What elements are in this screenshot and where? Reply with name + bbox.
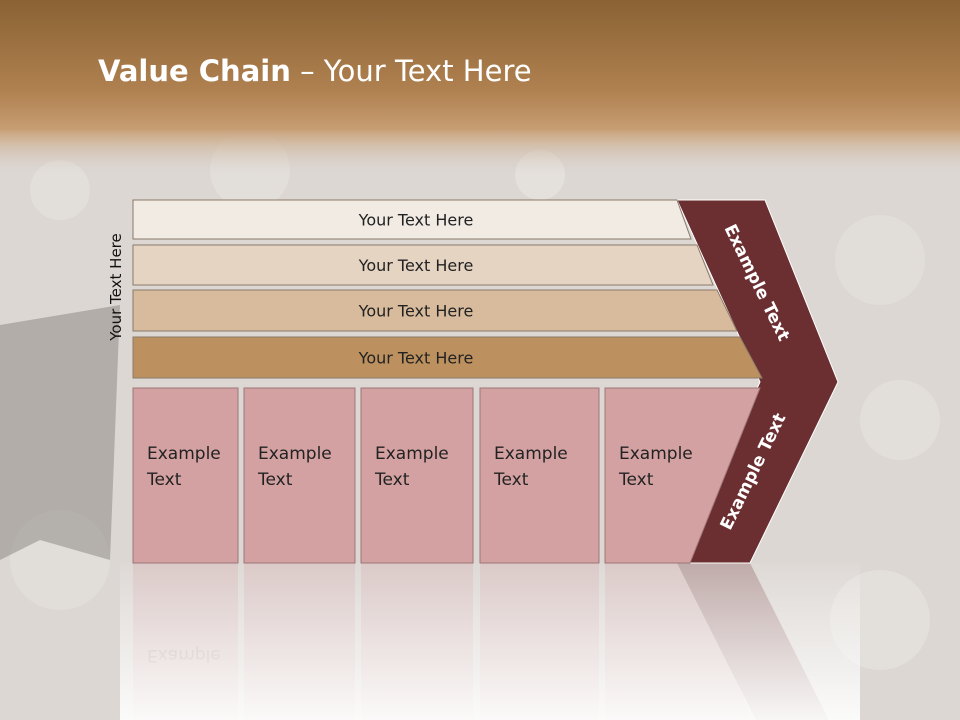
primary-box-5	[604, 387, 761, 564]
primary-box-label-line1: Example	[258, 444, 332, 464]
title-bold: Value Chain	[98, 54, 291, 88]
primary-box-2	[243, 387, 356, 564]
support-row-label: Your Text Here	[358, 349, 474, 368]
primary-box-3	[360, 387, 474, 564]
primary-box-label-line2: Text	[493, 470, 529, 490]
primary-box-label-line1: Example	[147, 444, 221, 464]
support-row-label: Your Text Here	[358, 211, 474, 230]
value-chain-arrow	[676, 199, 839, 564]
primary-box-1	[132, 387, 239, 564]
support-row-label: Your Text Here	[358, 302, 474, 321]
support-row-label: Your Text Here	[358, 256, 474, 275]
primary-box-label-line1: Example	[619, 444, 693, 464]
primary-box-label-line2: Text	[618, 470, 654, 490]
primary-box-label-line1: Example	[375, 444, 449, 464]
primary-box-label-line2: Text	[374, 470, 410, 490]
title-rest: – Your Text Here	[290, 54, 532, 88]
primary-box-label-line2: Text	[257, 470, 293, 490]
primary-box-label-line1: Example	[494, 444, 568, 464]
primary-box-label-line2: Text	[146, 470, 182, 490]
support-row-2	[132, 244, 714, 286]
reflection-fade	[120, 563, 860, 720]
page-title: Value Chain – Your Text Here	[98, 54, 532, 88]
support-row-4	[132, 336, 763, 379]
support-row-3	[132, 289, 738, 332]
primary-box-4	[479, 387, 600, 564]
support-row-1	[132, 199, 692, 240]
